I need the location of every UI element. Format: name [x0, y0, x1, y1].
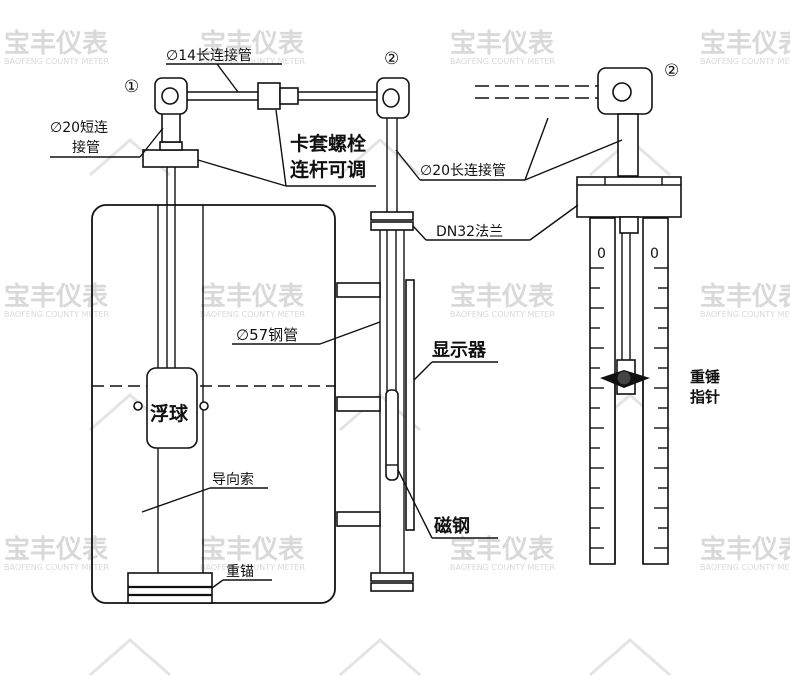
leader-short-pipe	[139, 127, 164, 158]
marker-2-right: ②	[664, 61, 679, 81]
side-connector-bottom	[336, 511, 381, 527]
tank-body	[91, 204, 336, 604]
leader-steel57	[319, 321, 381, 345]
elbow-joint-2-hole	[382, 88, 400, 108]
marker-2-left: ②	[384, 49, 399, 69]
side-connector-middle	[336, 396, 381, 412]
connecting-pipe-20-right	[617, 113, 639, 177]
clamp-nut	[279, 87, 299, 105]
watermark-text: 宝丰仪表	[700, 28, 790, 59]
display-column	[336, 77, 415, 592]
bottom-flange-top	[370, 572, 414, 582]
pipe-neck-right	[619, 216, 639, 234]
leader-display	[413, 361, 433, 381]
side-connector-top	[336, 282, 381, 298]
float-ball	[146, 367, 198, 449]
watermark-subtext: BAOFENG COUNTY METER	[700, 57, 790, 66]
float-guide-ring-left	[133, 401, 143, 411]
scale-zero-right: 0	[650, 246, 659, 262]
watermark-text: 宝丰仪表	[200, 281, 305, 312]
scale-ticks-left	[590, 267, 604, 549]
watermark-subtext: BAOFENG COUNTY METER	[450, 310, 555, 319]
marker-1: ①	[124, 77, 139, 97]
watermark-text: 宝丰仪表	[450, 534, 555, 565]
label-magnet: 磁钢	[434, 515, 470, 537]
watermark-text: 宝丰仪表	[200, 534, 305, 565]
watermark-subtext: BAOFENG COUNTY METER	[4, 57, 109, 66]
watermark-text: 宝丰仪表	[200, 28, 305, 59]
float-guide-ring-right	[199, 401, 209, 411]
tank-top-fittings	[142, 77, 199, 168]
horizontal-pipe-14	[187, 82, 378, 110]
leader-pipe20-far	[524, 139, 623, 181]
leader-guide	[141, 487, 211, 513]
leader-clamp-left	[197, 159, 287, 187]
flange-neck	[159, 141, 183, 151]
label-pointer-line2: 指针	[690, 388, 720, 406]
leader-flange-right	[529, 204, 579, 241]
leader-lines	[50, 63, 623, 589]
label-pointer-line1: 重锤	[690, 368, 720, 386]
label-float: 浮球	[150, 402, 189, 425]
label-short-pipe-line1: ∅20短连	[50, 120, 108, 136]
watermark-text: 宝丰仪表	[4, 281, 109, 312]
scale-zero-left: 0	[597, 246, 606, 262]
leader-flange-left	[412, 225, 427, 241]
label-pipe14: ∅14长连接管	[166, 47, 252, 64]
pointer-hub	[616, 370, 632, 386]
short-connecting-pipe	[161, 109, 181, 143]
leader-anchor	[211, 579, 224, 589]
label-clamp-line1: 卡套螺栓	[290, 132, 366, 155]
watermark-layer: 宝丰仪表 BAOFENG COUNTY METER 宝丰仪表 BAOFENG C…	[4, 28, 790, 677]
dn32-flange-top	[370, 211, 414, 221]
labels: ∅20短连 接管 ∅14长连接管 ① ② ② 卡套螺栓 连杆可调 ∅20长连接管…	[50, 47, 720, 580]
watermark-text: 宝丰仪表	[4, 28, 109, 59]
label-steel-pipe: ∅57钢管	[236, 326, 298, 344]
label-flange: DN32法兰	[436, 224, 503, 240]
dn32-flange-bottom	[370, 221, 414, 231]
leader-pipe20-right	[524, 117, 549, 181]
clamp-bolt	[257, 82, 281, 110]
watermark-text: 宝丰仪表	[450, 28, 555, 59]
leader-pipe20-left	[395, 149, 421, 181]
leader-pipe14	[216, 63, 239, 93]
scale-ticks-right	[654, 267, 668, 549]
scale-display-unit	[475, 67, 682, 565]
watermark-text: 宝丰仪表	[450, 281, 555, 312]
watermark-subtext: BAOFENG COUNTY METER	[700, 310, 790, 319]
watermark-subtext: BAOFENG COUNTY METER	[200, 310, 305, 319]
bottom-flange-bottom	[370, 582, 414, 592]
watermark-subtext: BAOFENG COUNTY METER	[4, 563, 109, 572]
label-anchor: 重锚	[226, 564, 254, 580]
label-short-pipe-line2: 接管	[72, 139, 100, 156]
tank-flange	[142, 149, 199, 168]
watermark-text: 宝丰仪表	[700, 281, 790, 312]
watermark-subtext: BAOFENG COUNTY METER	[200, 57, 305, 66]
watermark-text: 宝丰仪表	[4, 534, 109, 565]
leader-magnet	[397, 469, 433, 539]
right-flange-block	[576, 176, 682, 218]
watermark-subtext: BAOFENG COUNTY METER	[200, 563, 305, 572]
label-display: 显示器	[432, 340, 487, 361]
watermark-subtext: BAOFENG COUNTY METER	[700, 563, 790, 572]
tank	[91, 120, 336, 604]
watermark-subtext: BAOFENG COUNTY METER	[450, 57, 555, 66]
leader-clamp-up	[275, 109, 287, 187]
scale-column-right	[642, 217, 669, 565]
scale-column-left	[589, 217, 616, 565]
label-guide-wire: 导向索	[212, 471, 254, 488]
label-pipe20: ∅20长连接管	[420, 162, 506, 179]
magnetic-steel	[385, 389, 399, 481]
display-indicator	[405, 279, 415, 531]
elbow-joint-1-hole	[161, 87, 179, 105]
watermark-text: 宝丰仪表	[700, 534, 790, 565]
elbow-joint-2-right-hole	[612, 82, 632, 102]
watermark-subtext: BAOFENG COUNTY METER	[4, 310, 109, 319]
label-clamp-line2: 连杆可调	[290, 158, 366, 181]
watermark-subtext: BAOFENG COUNTY METER	[450, 563, 555, 572]
